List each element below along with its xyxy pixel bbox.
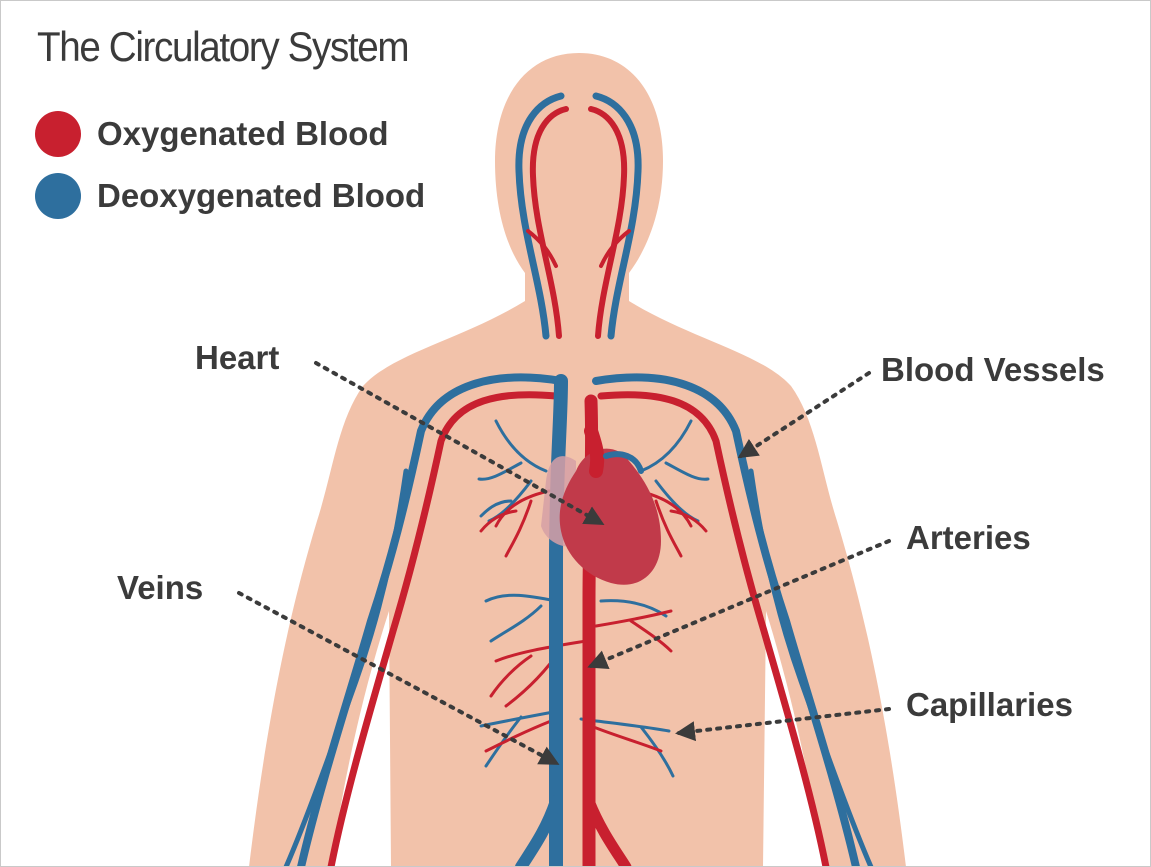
callout-veins: Veins xyxy=(117,569,203,607)
diagram-title: The Circulatory System xyxy=(37,23,408,71)
deoxygenated-swatch xyxy=(35,173,81,219)
callout-blood-vessels: Blood Vessels xyxy=(881,351,1105,389)
legend-item-oxygenated: Oxygenated Blood xyxy=(35,111,389,157)
callout-capillaries: Capillaries xyxy=(906,686,1073,724)
oxygenated-swatch xyxy=(35,111,81,157)
legend-label-oxygenated: Oxygenated Blood xyxy=(97,115,389,153)
legend-item-deoxygenated: Deoxygenated Blood xyxy=(35,173,425,219)
legend-label-deoxygenated: Deoxygenated Blood xyxy=(97,177,425,215)
callout-arteries: Arteries xyxy=(906,519,1031,557)
callout-heart: Heart xyxy=(195,339,279,377)
